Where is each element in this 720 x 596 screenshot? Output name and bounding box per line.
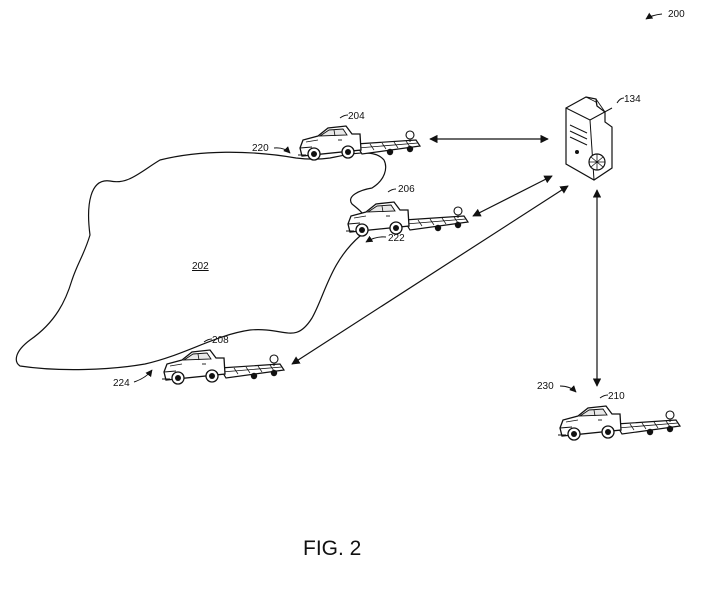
path-224-label: 224: [113, 378, 130, 389]
path-220-label: 220: [252, 143, 269, 154]
link-206-server: [472, 175, 553, 217]
link-208-server: [291, 185, 569, 365]
path-230-label: 230: [537, 381, 554, 392]
vehicle-206-label: 206: [398, 184, 415, 195]
area-label: 202: [192, 261, 209, 272]
vehicle-210-icon: [557, 405, 681, 441]
vehicle-204-icon: [297, 125, 421, 161]
figure-reference: 200: [645, 9, 685, 20]
vehicle-204-label: 204: [348, 111, 365, 122]
figure-caption: FIG. 2: [303, 537, 361, 560]
server-label: 134: [624, 94, 641, 105]
path-222-label: 222: [388, 233, 405, 244]
vehicle-208-icon: [161, 349, 285, 385]
vehicle-208-label: 208: [212, 335, 229, 346]
area-boundary: [15, 151, 387, 371]
vehicle-210-label: 210: [608, 391, 625, 402]
figure-reference-label: 200: [668, 9, 685, 20]
vehicle-206-icon: [345, 201, 469, 237]
server-icon: [565, 96, 613, 181]
